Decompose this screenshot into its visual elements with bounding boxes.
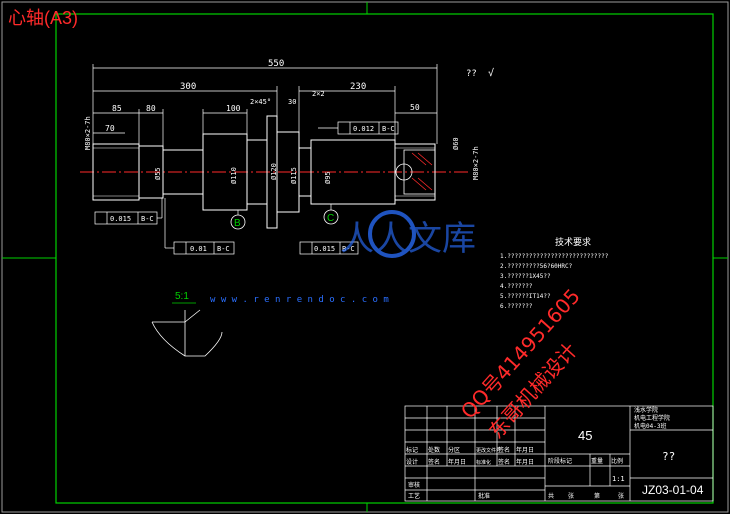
school-line2: 机电工程学院 — [634, 414, 670, 422]
watermark-logo: 人人文库 — [340, 210, 476, 259]
page-label: 第 — [594, 492, 600, 500]
requirements-list: 1.???????????????????????????? 2.???????… — [500, 253, 609, 310]
dim-50: 50 — [410, 103, 420, 112]
dim-70: 70 — [105, 124, 115, 133]
approve-label: 批准 — [478, 492, 490, 500]
scale-label: 比例 — [611, 457, 623, 465]
sheet-title: 心轴(A3) — [8, 8, 78, 28]
shaft-drawing — [80, 115, 470, 229]
svg-text:2.?????????56?60HRC?: 2.?????????56?60HRC? — [500, 263, 573, 270]
dim-phi110: Ø110 — [230, 167, 238, 184]
svg-text:年月日: 年月日 — [448, 458, 466, 466]
dim-30: 30 — [288, 98, 296, 106]
svg-text:1.????????????????????????????: 1.???????????????????????????? — [500, 253, 609, 260]
tol-runout3-value: 0.012 — [353, 125, 374, 133]
tol-runout1-ref: B-C — [217, 245, 230, 253]
svg-text:签名: 签名 — [498, 446, 510, 454]
tol-roundness-ref: B-C — [141, 215, 154, 223]
svg-text:人人文库: 人人文库 — [340, 219, 476, 259]
material: 45 — [578, 428, 592, 443]
dim-phi55: Ø55 — [154, 167, 162, 180]
detail-view — [151, 309, 223, 357]
dim-2x45: 2×45° — [250, 98, 271, 106]
title-block — [404, 405, 714, 502]
design-row: 设计 签名 年月日 标准化 签名 年月日 — [406, 458, 534, 466]
watermark-url: w w w . r e n r e n d o c . c o m — [210, 295, 389, 305]
datum-b: B — [230, 210, 246, 230]
svg-text:5.??????IT14??: 5.??????IT14?? — [500, 293, 551, 300]
svg-text:更改文件号: 更改文件号 — [476, 447, 501, 454]
revision-headers: 标记 处数 分区 更改文件号 签名 年月日 — [406, 446, 534, 454]
tol-roundness-value: 0.015 — [110, 215, 131, 223]
dim-2x2: 2×2 — [312, 90, 325, 98]
dim-overall: 550 — [268, 59, 284, 69]
tol-runout2-ref: B-C — [342, 245, 355, 253]
dim-300: 300 — [180, 82, 196, 92]
tol-runout2-value: 0.015 — [314, 245, 335, 253]
tol-frame-runout2 — [299, 241, 359, 255]
datum-c: C — [323, 204, 339, 225]
svg-text:年月日: 年月日 — [516, 458, 534, 466]
requirements-title: 技术要求 — [555, 236, 591, 248]
dim-left-thread: M80×2-7h — [84, 116, 92, 150]
svg-text:4.???????: 4.??????? — [500, 283, 533, 290]
school-line3: 机电04-3班 — [634, 422, 666, 430]
dim-85: 85 — [112, 104, 122, 113]
dim-phi120: Ø120 — [270, 163, 278, 180]
dim-80: 80 — [146, 104, 156, 113]
keyway — [403, 149, 436, 195]
stage-label: 阶段标记 — [548, 457, 572, 465]
svg-text:6.???????: 6.??????? — [500, 303, 533, 310]
dim-100: 100 — [226, 104, 241, 113]
svg-text:签名: 签名 — [428, 458, 440, 466]
dim-phi95: Ø95 — [324, 171, 332, 184]
dim-phi115: Ø115 — [290, 167, 298, 184]
weight-label: 重量 — [591, 457, 603, 465]
part-name: ?? — [662, 450, 675, 463]
svg-text:分区: 分区 — [448, 446, 460, 454]
svg-text:C: C — [327, 213, 334, 224]
detail-scale: 5:1 — [175, 291, 189, 302]
dim-phi-right: Ø60 — [452, 137, 460, 150]
svg-text:年月日: 年月日 — [516, 446, 534, 454]
svg-text:处数: 处数 — [428, 446, 440, 454]
svg-text:B: B — [234, 218, 241, 229]
school-line1: 浅水学院 — [634, 406, 658, 414]
process-label: 工艺 — [408, 492, 420, 500]
review-label: 审核 — [408, 481, 420, 489]
roughness-note: ?? — [466, 69, 477, 79]
page-suffix: 张 — [618, 492, 624, 500]
sheet-label: 张 — [568, 492, 574, 500]
svg-text:标记: 标记 — [406, 446, 418, 454]
dim-230: 230 — [350, 82, 366, 92]
roughness-symbol: √ — [488, 67, 494, 79]
tol-runout1-value: 0.01 — [190, 245, 207, 253]
drawing-number: JZ03-01-04 — [642, 483, 704, 497]
scale-value: 1:1 — [612, 475, 625, 483]
sheet-total: 共 — [548, 492, 554, 500]
tol-runout3-ref: B-C — [382, 125, 395, 133]
svg-text:标准化: 标准化 — [476, 459, 491, 466]
dim-right-thread: M80×2-7h — [472, 146, 480, 180]
svg-text:设计: 设计 — [406, 458, 418, 466]
svg-text:3.??????1X45??: 3.??????1X45?? — [500, 273, 551, 280]
svg-text:签名: 签名 — [498, 458, 510, 466]
